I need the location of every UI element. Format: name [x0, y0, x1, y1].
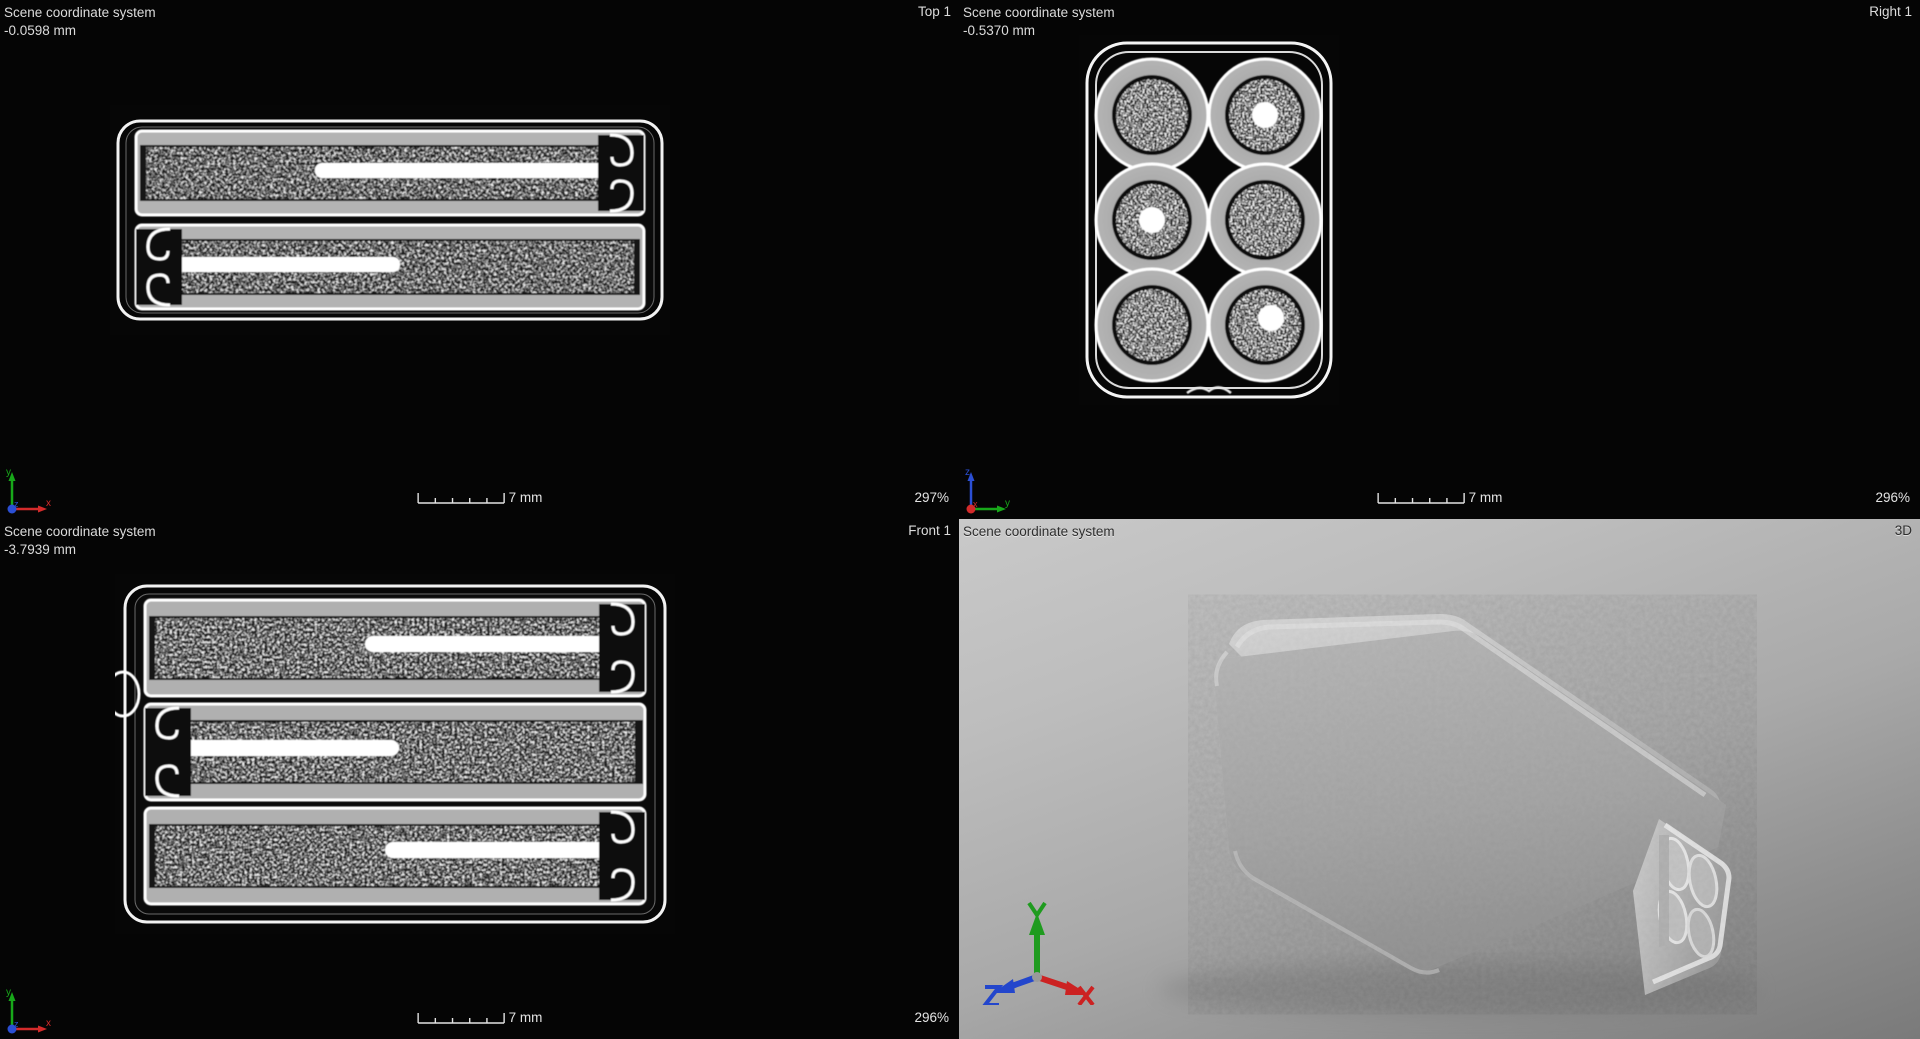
- slice-image-front: [0, 519, 959, 1039]
- slice-image-top: [0, 0, 959, 519]
- volume-render-3d: [1159, 614, 1759, 1015]
- viewport-front[interactable]: Scene coordinate system -3.7939 mm Front…: [0, 519, 959, 1039]
- slice-image-right: [959, 0, 1920, 519]
- viewport-3d[interactable]: Scene coordinate system 3D: [959, 519, 1920, 1039]
- ct-slice-right: [1079, 35, 1339, 405]
- viewport-top[interactable]: Scene coordinate system -0.0598 mm Top 1…: [0, 0, 959, 519]
- ct-slice-front: [115, 574, 675, 934]
- viewport-right[interactable]: Scene coordinate system -0.5370 mm Right…: [959, 0, 1920, 519]
- ct-slice-top: [110, 105, 670, 335]
